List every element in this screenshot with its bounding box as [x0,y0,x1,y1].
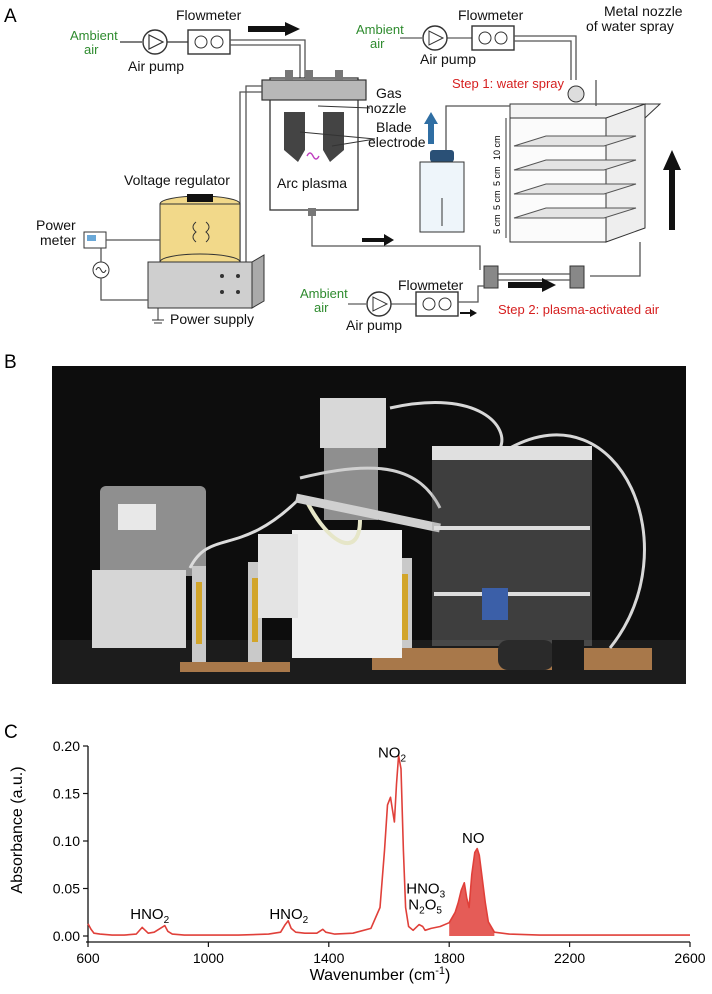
x-tick-label: 2600 [674,950,705,966]
flowmeter-icon [187,29,231,55]
y-tick-label: 0.20 [53,738,80,754]
up-arrow-blue-icon [424,112,438,144]
flowmeter-icon-2 [471,25,515,51]
blade-electrode-left [284,112,305,162]
no-band-fill [449,848,495,936]
air-pump-label-3: Air pump [346,317,402,333]
x-tick-label: 1000 [193,950,224,966]
panel-b-label: B [4,352,17,373]
dim-5cm-c: 5 cm [492,214,502,234]
reactor-lid [261,79,367,101]
x-tick-label: 1400 [313,950,344,966]
peak-annotation: HNO2 [130,906,169,926]
panel-c-spectrum: C 0.00 0.05 0.10 0.15 0.20 600 1000 1400 1800 220… [0,718,712,989]
blade-electrode-right [323,112,344,162]
panel-b-photo: B [0,348,712,718]
flowmeter-label-1: Flowmeter [176,7,242,23]
y-tick-label: 0.15 [53,786,80,802]
x-tick-label: 2200 [554,950,585,966]
voltage-regulator-label: Voltage regulator [124,172,230,188]
air-pump-label: Air pump [128,58,184,74]
plasma-arc-icon [306,152,320,160]
dim-5cm-a: 5 cm [492,166,502,186]
power-supply-icon [147,261,253,309]
flowmeter-label-3: Flowmeter [398,277,464,293]
power-supply-label: Power supply [170,311,254,327]
dim-10cm: 10 cm [492,135,502,160]
y-tick-label: 0.05 [53,881,80,897]
air-pump-label-2: Air pump [420,51,476,67]
up-arrow-icon [663,150,681,230]
arc-plasma-label: Arc plasma [277,175,347,191]
spray-nozzle-icon [567,85,585,103]
voltage-regulator-icon [159,203,241,263]
y-tick-label: 0.00 [53,928,80,944]
x-axis-label: Wavenumber (cm-1) [310,965,451,984]
peak-annotation: NO2 [378,744,407,764]
y-axis-label: Absorbance (a.u.) [9,766,26,893]
flowmeter-icon-3 [415,291,459,317]
bottle-cap-icon [430,150,454,162]
x-tick-label: 1800 [434,950,465,966]
peak-annotation: HNO2 [269,906,308,926]
x-tick-label: 600 [76,950,100,966]
panel-a-label: A [4,6,17,27]
flowmeter-label-2: Flowmeter [458,7,524,23]
peak-annotation: HNO3 [406,880,445,900]
step1-label: Step 1: water spray [452,76,564,91]
flow-arrow-icon [248,22,300,36]
panel-c-label: C [4,722,18,743]
dim-5cm-b: 5 cm [492,190,502,210]
spectrum-line [87,754,690,936]
y-tick-label: 0.10 [53,833,80,849]
peak-annotation: NO [462,830,485,847]
step2-label: Step 2: plasma-activated air [498,302,660,317]
peak-annotation: N2O5 [408,896,442,916]
